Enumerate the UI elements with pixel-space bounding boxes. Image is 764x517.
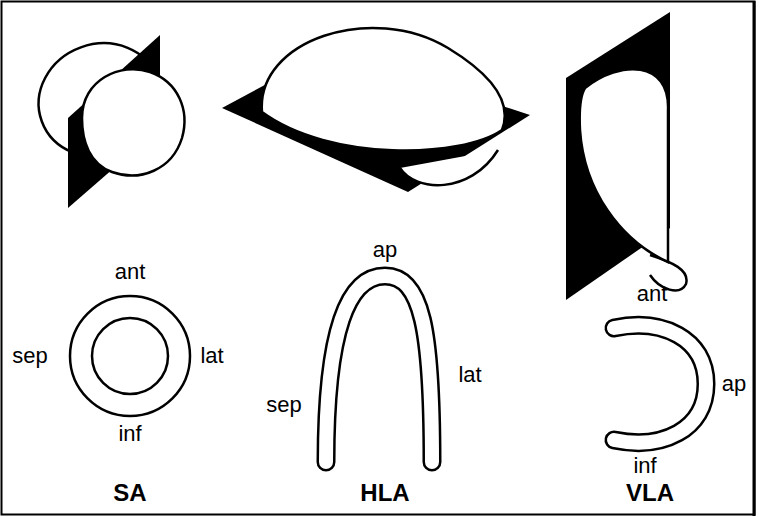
wall-label: inf <box>633 455 656 477</box>
figure-border <box>2 2 755 515</box>
short-axis-ring <box>70 296 190 416</box>
short-axis-3d <box>23 26 185 208</box>
figure-border <box>753 1 756 516</box>
horizontal-long-axis-band <box>326 276 432 462</box>
horizontal-long-axis-3d <box>222 28 530 192</box>
wall-label: sep <box>12 345 47 367</box>
vertical-long-axis-band <box>614 325 706 442</box>
wall-label: ap <box>722 373 746 395</box>
wall-label: inf <box>118 423 141 445</box>
wall-label: ant <box>115 261 146 283</box>
view-name: VLA <box>626 481 674 505</box>
wall-label: ant <box>637 283 668 305</box>
wall-label: lat <box>458 364 481 386</box>
vertical-long-axis-3d <box>566 12 687 300</box>
view-name: SA <box>113 481 146 505</box>
wall-label: ap <box>373 239 397 261</box>
view-name: HLA <box>360 481 409 505</box>
wall-label: sep <box>266 394 301 416</box>
wall-label: lat <box>200 345 223 367</box>
